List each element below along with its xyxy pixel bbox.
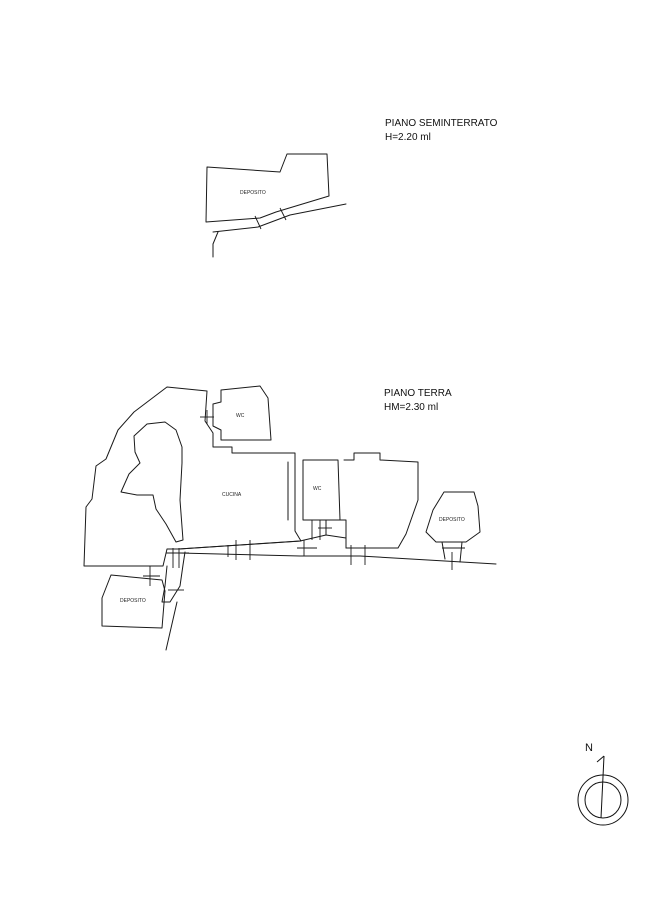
basement-door-mark [254, 215, 262, 230]
ground-plan: WC CUCINA WC DEPOSITO DEPOSITO [83, 385, 497, 651]
right-room-outline [325, 452, 419, 549]
front-corridor-north-wall [178, 534, 347, 550]
kitchen-label: CUCINA [222, 492, 242, 498]
ground-title: PIANO TERRA [384, 388, 452, 399]
left-passage-wall [165, 601, 178, 651]
inner-courtyard-outline [120, 421, 184, 543]
main-block-outline [83, 386, 302, 567]
north-label: N [585, 742, 593, 754]
right-storage-passage [459, 541, 463, 563]
basement-title: PIANO SEMINTERRATO [385, 118, 498, 129]
middle-wc-outline [302, 459, 341, 521]
basement-height: H=2.20 ml [385, 132, 431, 143]
basement-plan: DEPOSITO [205, 153, 347, 258]
front-street-line [178, 552, 497, 565]
door-marks [143, 410, 465, 591]
wc-top-label: WC [236, 413, 245, 419]
ground-height: HM=2.30 ml [384, 402, 439, 413]
basement-room-label: DEPOSITO [240, 190, 266, 196]
basement-door-mark [279, 207, 287, 221]
basement-stair-wall [212, 231, 219, 258]
left-passage-wall [161, 551, 186, 603]
left-storage-label: DEPOSITO [120, 598, 146, 604]
north-arrow-inner-circle [584, 781, 622, 819]
basement-storage-outline [205, 153, 330, 223]
north-arrow-needle [600, 755, 605, 819]
wc-middle-label: WC [313, 486, 322, 492]
north-arrow-tip [596, 755, 605, 763]
left-storage-outline [101, 574, 166, 629]
right-storage-outline [425, 491, 481, 543]
right-storage-passage [441, 541, 446, 560]
north-arrow: N [577, 742, 629, 826]
top-wc-outline [212, 385, 272, 441]
basement-corridor-wall [212, 203, 347, 233]
right-storage-label: DEPOSITO [439, 517, 465, 523]
